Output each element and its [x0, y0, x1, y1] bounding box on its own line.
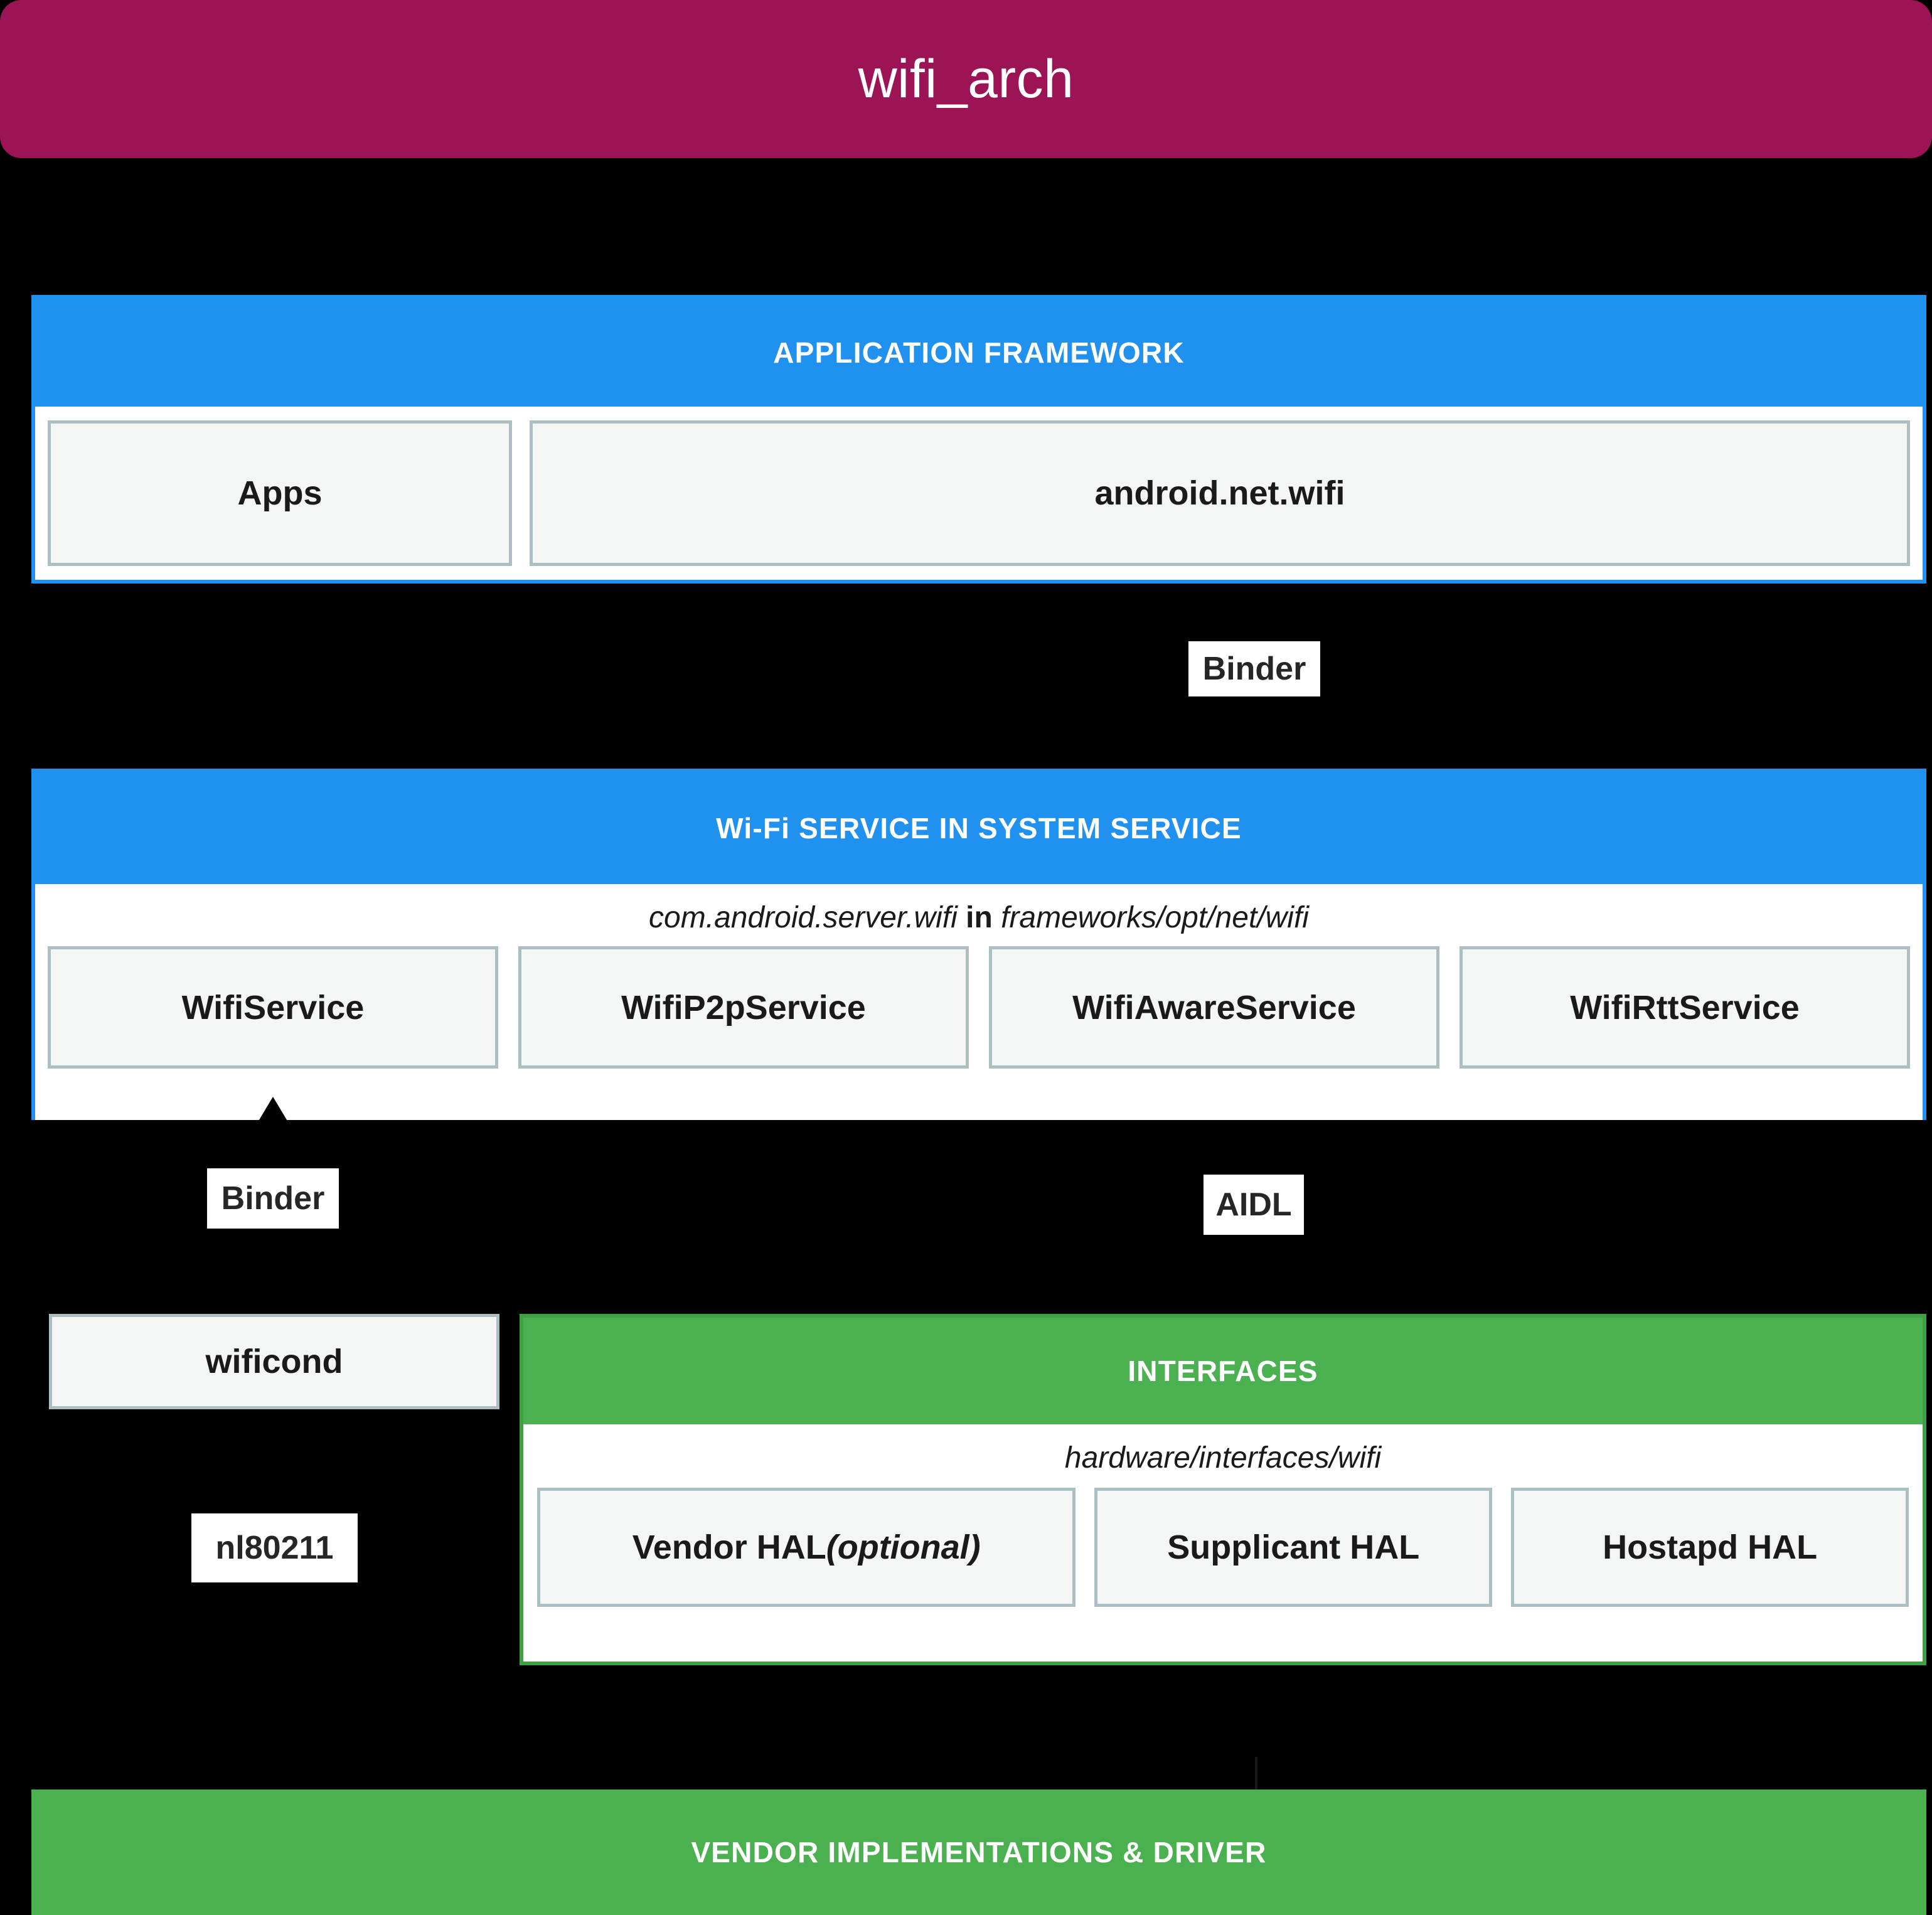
edge-label-nl80211-text: nl80211 [215, 1530, 334, 1566]
interfaces-path-text: hardware/interfaces/wifi [1064, 1441, 1382, 1475]
interfaces-node-row: Vendor HAL (optional) Supplicant HAL Hos… [537, 1488, 1909, 1607]
node-wifirttservice[interactable]: WifiRttService [1460, 946, 1910, 1069]
vendor-implementations-bar: VENDOR IMPLEMENTATIONS & DRIVER [31, 1790, 1926, 1915]
wifi-service-path-keyword: in [966, 901, 993, 934]
node-vendor-hal[interactable]: Vendor HAL (optional) [537, 1488, 1076, 1607]
edge-label-binder-bottom-text: Binder [221, 1180, 325, 1217]
application-framework-header: APPLICATION FRAMEWORK [35, 299, 1923, 407]
edge-label-binder-top: Binder [1188, 641, 1320, 696]
node-wificond-label: wificond [205, 1343, 343, 1380]
application-framework-header-label: APPLICATION FRAMEWORK [773, 336, 1185, 369]
node-android-net-wifi[interactable]: android.net.wifi [530, 420, 1910, 566]
interfaces-body: hardware/interfaces/wifi Vendor HAL (opt… [523, 1424, 1923, 1662]
page-title: wifi_arch [858, 49, 1074, 109]
node-hostapd-hal-label: Hostapd HAL [1603, 1528, 1818, 1566]
application-framework-node-row: Apps android.net.wifi [48, 420, 1910, 566]
node-hostapd-hal[interactable]: Hostapd HAL [1511, 1488, 1909, 1607]
wifi-service-body: com.android.server.wifi in frameworks/op… [35, 884, 1923, 1120]
node-android-net-wifi-label: android.net.wifi [1094, 474, 1345, 512]
wifi-service-panel: Wi-Fi SERVICE IN SYSTEM SERVICE com.andr… [31, 769, 1926, 1120]
node-wifiservice[interactable]: WifiService [48, 946, 498, 1069]
wifi-service-path-package: com.android.server.wifi [649, 901, 958, 934]
wifi-service-path: com.android.server.wifi in frameworks/op… [48, 892, 1910, 946]
edge-label-aidl: AIDL [1203, 1175, 1304, 1235]
edge-label-binder-bottom: Binder [207, 1168, 339, 1229]
vendor-implementations-label: VENDOR IMPLEMENTATIONS & DRIVER [691, 1836, 1267, 1869]
node-wifip2pservice-label: WifiP2pService [621, 988, 866, 1027]
node-apps[interactable]: Apps [48, 420, 512, 566]
interfaces-panel: INTERFACES hardware/interfaces/wifi Vend… [520, 1314, 1926, 1665]
node-vendor-hal-label: Vendor HAL [632, 1528, 826, 1566]
wifi-service-header-label: Wi-Fi SERVICE IN SYSTEM SERVICE [716, 812, 1242, 845]
node-wifiservice-label: WifiService [181, 988, 365, 1027]
edge-label-aidl-text: AIDL [1215, 1187, 1292, 1223]
node-wifirttservice-label: WifiRttService [1570, 988, 1800, 1027]
wifi-service-node-row: WifiService WifiP2pService WifiAwareServ… [48, 946, 1910, 1069]
node-wifip2pservice[interactable]: WifiP2pService [518, 946, 969, 1069]
node-wifiawareservice-label: WifiAwareService [1072, 988, 1356, 1027]
interfaces-path: hardware/interfaces/wifi [537, 1431, 1909, 1488]
node-vendor-hal-optional: (optional) [826, 1528, 981, 1566]
node-supplicant-hal[interactable]: Supplicant HAL [1094, 1488, 1493, 1607]
wifi-service-header: Wi-Fi SERVICE IN SYSTEM SERVICE [35, 772, 1923, 884]
edge-label-nl80211: nl80211 [191, 1513, 358, 1582]
connector-interfaces-to-vendor [1255, 1757, 1257, 1796]
node-apps-label: Apps [237, 474, 323, 512]
node-wifiawareservice[interactable]: WifiAwareService [989, 946, 1439, 1069]
node-wificond[interactable]: wificond [49, 1314, 499, 1409]
interfaces-header-label: INTERFACES [1128, 1355, 1318, 1387]
node-supplicant-hal-label: Supplicant HAL [1167, 1528, 1420, 1566]
window-title-bar: wifi_arch [0, 0, 1932, 158]
wifi-service-path-location: frameworks/opt/net/wifi [1001, 901, 1309, 934]
arrow-wificond-to-wifiservice [258, 1097, 288, 1122]
application-framework-panel: APPLICATION FRAMEWORK Apps android.net.w… [31, 295, 1926, 584]
interfaces-header: INTERFACES [523, 1318, 1923, 1424]
edge-label-binder-top-text: Binder [1202, 651, 1306, 687]
application-framework-body: Apps android.net.wifi [35, 407, 1923, 580]
